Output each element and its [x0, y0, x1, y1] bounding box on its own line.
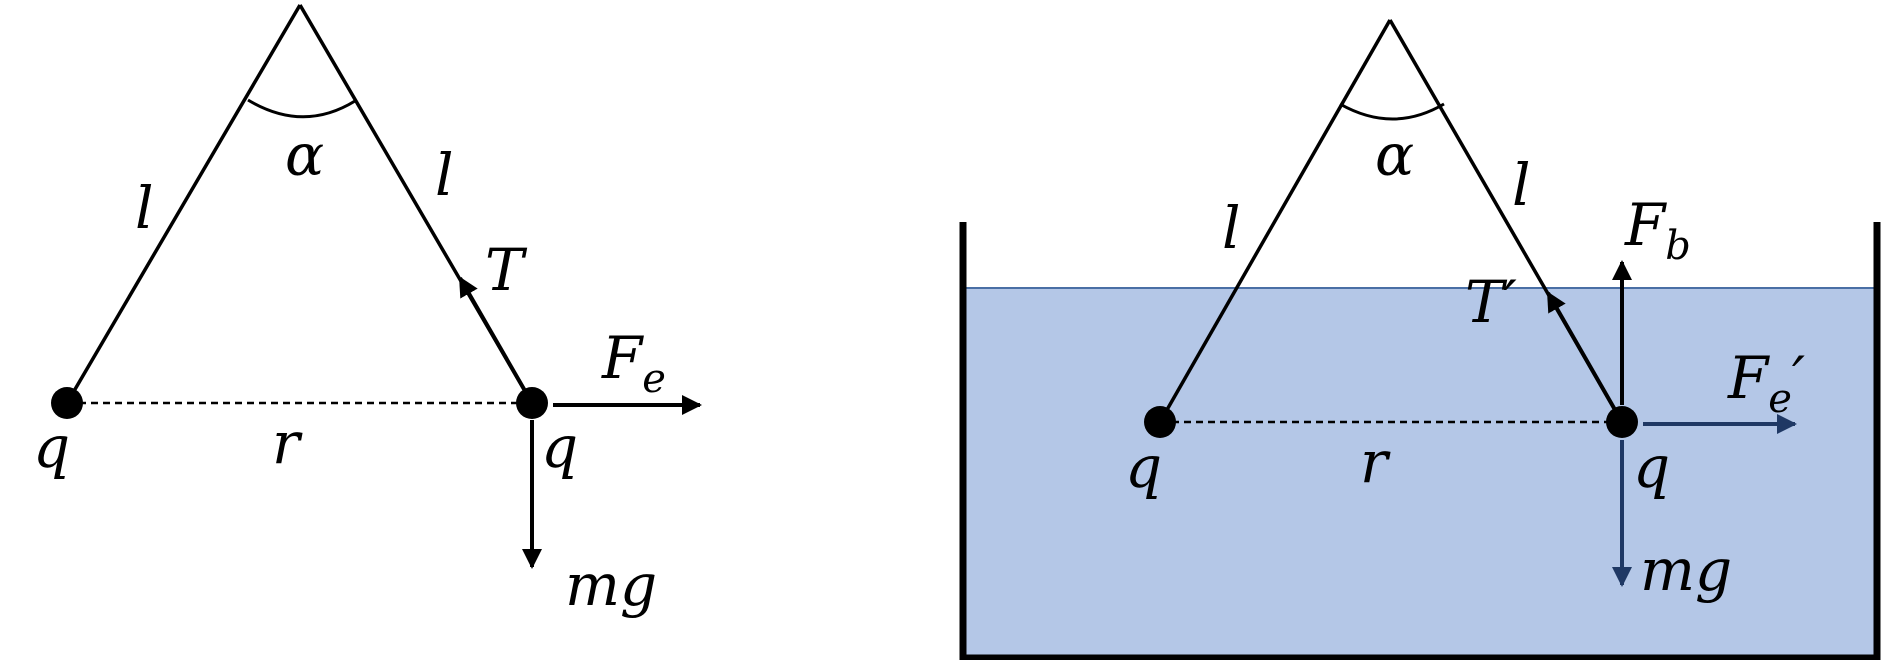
right-separation-label: r [1360, 428, 1391, 496]
right-charge-ball-1 [1144, 406, 1176, 438]
left-angle-label: α [285, 121, 324, 189]
left-charge-label-2: q [541, 413, 578, 481]
right-charge-label-1: q [1125, 433, 1162, 501]
right-charge-label-2: q [1633, 433, 1670, 501]
right-string-label-1: l [1222, 194, 1241, 262]
left-charge-ball-2 [516, 387, 548, 419]
right-tension-arrow [1546, 291, 1624, 423]
container-walls [959, 222, 1881, 660]
right-angle-label: α [1375, 121, 1414, 189]
left-string-1 [65, 4, 302, 404]
right-string-label-2: l [1512, 151, 1531, 219]
left-tension-arrow [458, 276, 534, 404]
left-electric-force-label: Fe [601, 324, 666, 402]
right-tension-label: T′ [1465, 268, 1517, 336]
right-angle-arc [1339, 102, 1445, 121]
right-gravity-label: mg [1640, 536, 1732, 604]
right-electric-force-label: Fe′ [1727, 344, 1805, 422]
left-separation-label: r [272, 409, 303, 477]
right-string-1 [1158, 19, 1392, 423]
left-angle-arc [247, 98, 356, 119]
left-string-label-2: l [435, 141, 454, 209]
right-diagram-liquid: α l l Fb T′ Fe′ q r q mg [959, 19, 1881, 660]
left-charge-ball-1 [51, 387, 83, 419]
right-buoyancy-label: Fb [1624, 191, 1691, 269]
left-gravity-label: mg [565, 551, 657, 619]
left-tension-label: T [485, 236, 528, 304]
right-charge-ball-2 [1606, 406, 1638, 438]
left-string-label-1: l [135, 174, 154, 242]
left-diagram-air: l α l T Fe q r q mg [33, 4, 702, 619]
left-charge-label-1: q [33, 413, 70, 481]
